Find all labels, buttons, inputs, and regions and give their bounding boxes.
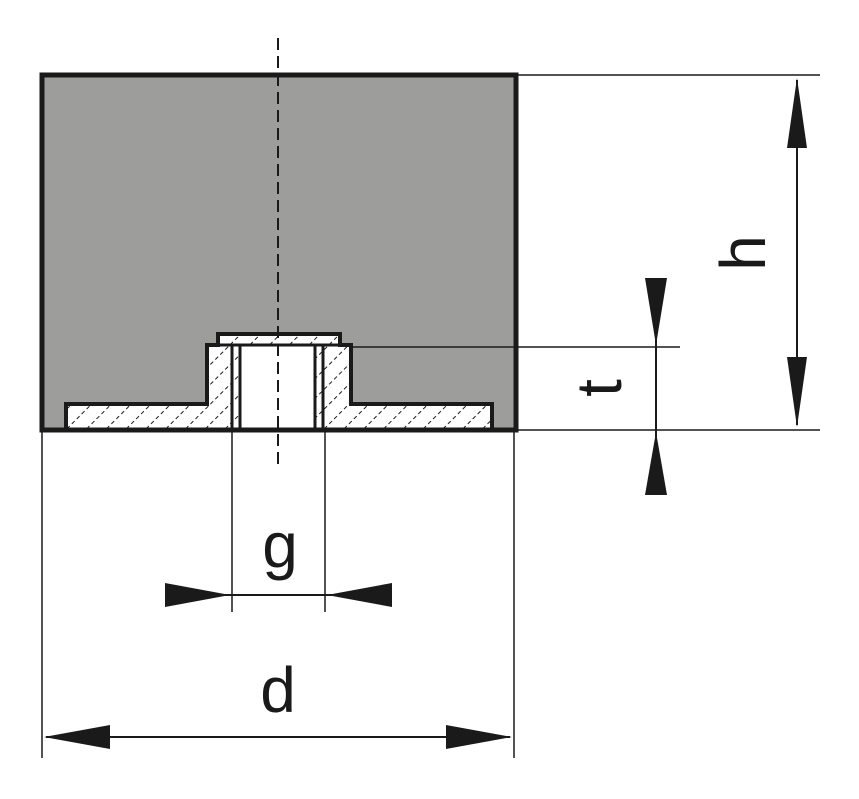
arrow-d-right (446, 725, 512, 749)
dimension-g: g (165, 509, 392, 607)
label-t: t (563, 379, 635, 397)
arrow-d-left (44, 725, 110, 749)
label-d: d (260, 654, 296, 726)
dimension-t: t (563, 278, 667, 495)
arrow-h-top (787, 78, 807, 148)
arrow-h-bottom (787, 357, 807, 427)
arrow-g-left (165, 583, 230, 607)
arrow-g-right (327, 583, 392, 607)
label-h: h (707, 235, 779, 271)
dimension-d: d (44, 654, 512, 749)
label-g: g (262, 509, 298, 581)
arrow-t-bottom (645, 432, 667, 495)
arrow-t-top (645, 278, 667, 345)
dimension-h: h (707, 78, 807, 427)
